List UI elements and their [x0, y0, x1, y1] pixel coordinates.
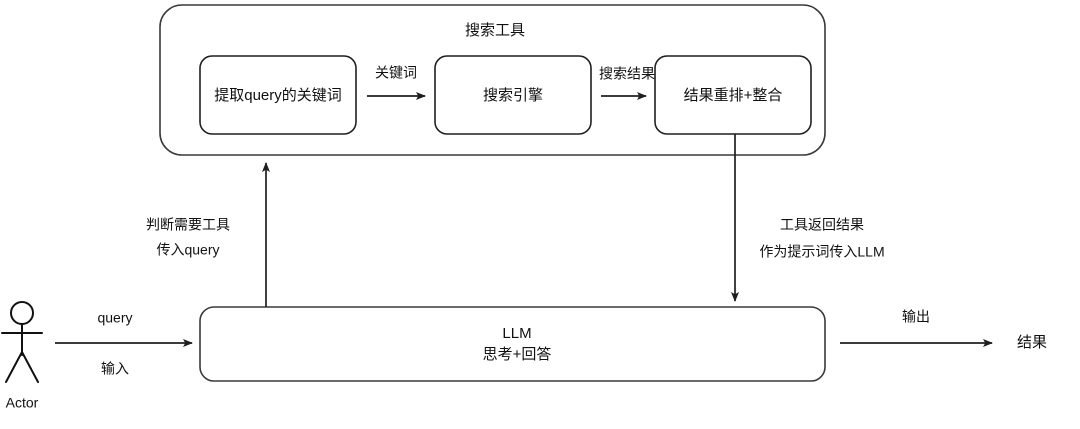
actor-leg-right-icon [21, 351, 39, 383]
node-rerank-merge-label: 结果重排+整合 [684, 87, 783, 104]
llm-label-subtitle: 思考+回答 [483, 346, 552, 363]
actor-label: Actor [6, 395, 39, 411]
edge-llm-to-tool-label-line1: 判断需要工具 [146, 217, 230, 233]
node-search-engine[interactable] [434, 55, 592, 135]
llm-label-title: LLM [502, 325, 531, 342]
edge-actor-to-llm-label-query: query [97, 310, 132, 326]
llm-box[interactable] [199, 306, 826, 382]
actor-figure[interactable] [1, 301, 43, 383]
edge-actor-to-llm-label-input: 输入 [101, 361, 129, 377]
edge-llm-to-tool-label-line2: 传入query [156, 242, 219, 258]
edge-extract-to-engine-label: 关键词 [375, 65, 417, 81]
actor-leg-left-icon [5, 351, 23, 383]
edge-llm-to-result-label: 输出 [902, 309, 930, 325]
search-tool-title: 搜索工具 [465, 22, 525, 39]
edge-tool-to-llm-label-line2: 作为提示词传入LLM [759, 244, 884, 260]
node-extract-keywords-label: 提取query的关键词 [214, 87, 342, 104]
terminal-result-label: 结果 [1017, 334, 1047, 351]
edge-engine-to-rerank-label: 搜索结果 [599, 66, 655, 82]
node-rerank-merge[interactable] [654, 55, 812, 135]
node-search-engine-label: 搜索引擎 [483, 87, 543, 104]
actor-head-icon [10, 301, 34, 325]
node-extract-keywords[interactable] [199, 55, 357, 135]
edge-tool-to-llm-label-line1: 工具返回结果 [780, 217, 864, 233]
